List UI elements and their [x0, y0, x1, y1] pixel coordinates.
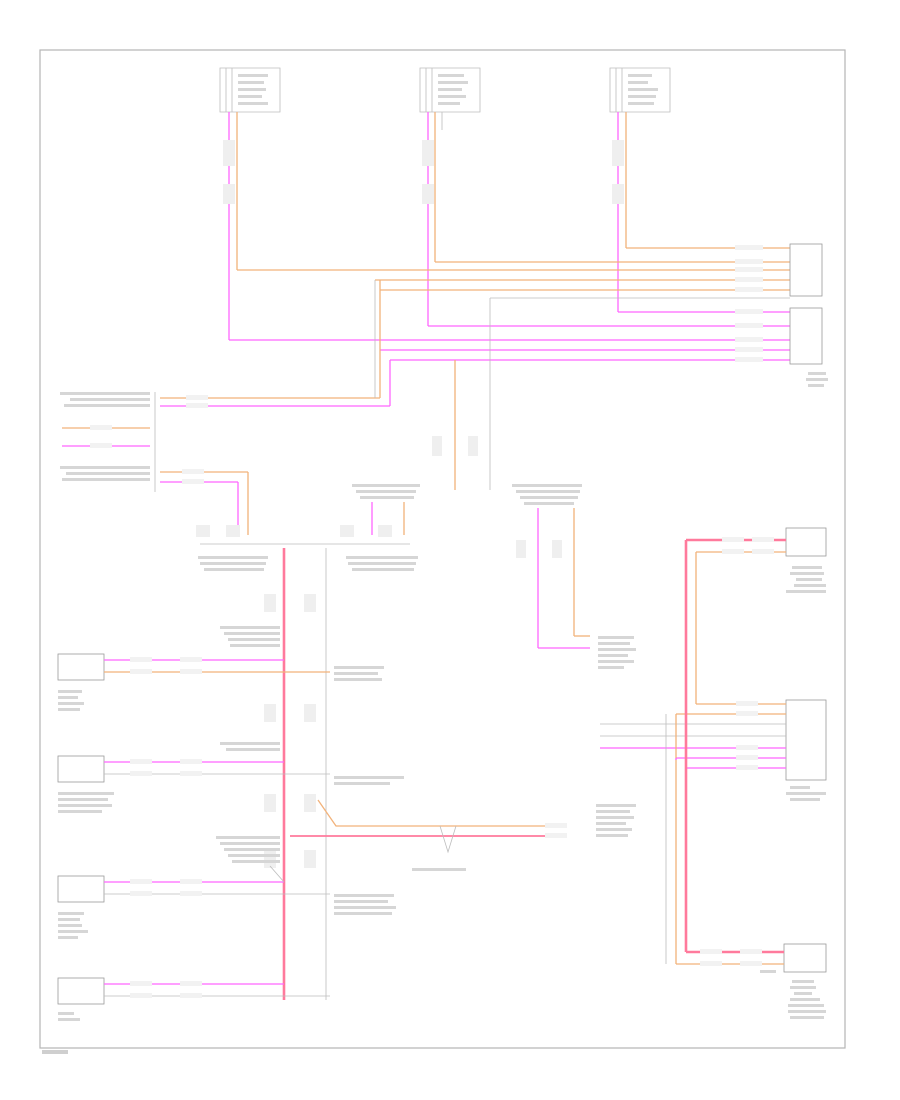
- left-component-3: [57, 836, 396, 939]
- left-component-2: [57, 742, 404, 813]
- top-connector-left: [219, 67, 281, 113]
- left-component-1: [57, 626, 384, 711]
- diagram-frame: [39, 49, 846, 1049]
- center-module-labels: [352, 484, 582, 648]
- top-wire-drops: [223, 112, 627, 340]
- left-upper-connector: [60, 280, 391, 535]
- right-connector-top: [686, 527, 827, 593]
- center-signal-wires: [374, 280, 491, 490]
- right-connector-bottom: [676, 943, 827, 1019]
- left-component-4: [57, 977, 330, 1021]
- right-connector-middle: [600, 699, 827, 801]
- right-vertical-risers: [665, 540, 697, 964]
- top-connector-right: [609, 67, 671, 113]
- diagram-code-mark: [42, 1050, 68, 1054]
- top-right-bus: [229, 243, 828, 387]
- top-connector-middle: [419, 67, 481, 113]
- center-feed: [290, 799, 636, 871]
- junction-bar: [196, 525, 418, 571]
- center-right-component: [538, 635, 636, 669]
